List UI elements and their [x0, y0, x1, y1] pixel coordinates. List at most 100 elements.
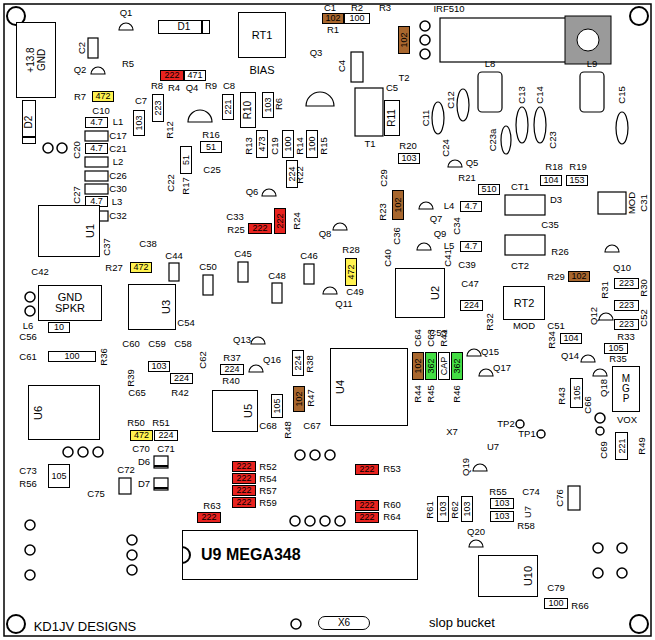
- part-value: 102: [400, 32, 409, 47]
- part-value: 103: [494, 512, 509, 521]
- part-value: 4.7: [90, 118, 103, 127]
- solder-pad: [596, 427, 604, 435]
- solder-pad: [325, 450, 335, 460]
- component-body: 102: [392, 190, 404, 220]
- text-holder: 100: [349, 14, 364, 23]
- part-label: C25: [203, 165, 220, 175]
- part-label: R63: [203, 501, 220, 511]
- part-label: C68: [259, 421, 276, 431]
- part-label: R18: [545, 162, 562, 172]
- component-body: 103: [133, 110, 145, 136]
- part-value: 222: [201, 513, 216, 522]
- part-label: R35: [609, 354, 626, 364]
- part-label: X7: [446, 427, 458, 437]
- part-label: R39: [126, 369, 136, 386]
- board-outline: [4, 4, 651, 636]
- component-outline: [85, 131, 108, 141]
- part-label: R56: [19, 479, 36, 489]
- transistor-outline: [419, 202, 433, 209]
- component-body: 224: [292, 350, 304, 376]
- transistor-outline: [417, 243, 431, 250]
- part-label: L4: [444, 201, 455, 211]
- text-holder: U1: [84, 206, 96, 256]
- part-value: 100: [64, 352, 79, 361]
- text-holder: 221: [223, 95, 233, 119]
- board-outline: [4, 4, 651, 636]
- component-body: RT2: [503, 286, 545, 320]
- text-holder: 103: [438, 497, 448, 521]
- text-holder: 4.7: [90, 118, 103, 127]
- component-body: 102: [568, 271, 590, 282]
- component-outline: [505, 235, 545, 255]
- transistor-outline: [119, 23, 133, 30]
- solder-pad: [593, 543, 603, 553]
- part-value: U10: [523, 566, 534, 586]
- solder-pad: [310, 450, 320, 460]
- part-value: 224: [464, 301, 479, 310]
- part-value: X6: [338, 618, 350, 628]
- text-holder: 104: [543, 176, 558, 185]
- part-value: U6: [33, 405, 44, 419]
- component-body: MGP: [612, 366, 640, 412]
- text-holder: CAP: [439, 353, 449, 379]
- part-value: 222: [236, 498, 251, 507]
- part-label: C24: [441, 139, 451, 156]
- part-value: RT2: [514, 298, 535, 309]
- transistor-outline: [469, 540, 483, 547]
- transistor-outline: [467, 349, 481, 356]
- solder-pad: [420, 35, 430, 45]
- part-label: R62: [450, 501, 460, 518]
- part-label: C62: [198, 351, 208, 368]
- text-holder: 223: [619, 320, 634, 329]
- part-label: R16: [202, 130, 219, 140]
- part-label: R17: [181, 177, 191, 194]
- text-holder: 102: [325, 14, 340, 23]
- text-holder: 103: [401, 154, 416, 163]
- part-label: R29: [547, 272, 564, 282]
- component-body: 223: [614, 300, 639, 311]
- part-label: R20: [399, 141, 416, 151]
- component-outline: [478, 72, 502, 112]
- text-holder: 222: [236, 498, 251, 507]
- text-holder: 222: [359, 501, 374, 510]
- part-label: R27: [105, 263, 122, 273]
- part-label: C26: [109, 171, 126, 181]
- part-value: U4: [335, 380, 346, 394]
- component-body: R10: [240, 92, 256, 128]
- component-body: 51: [200, 141, 222, 153]
- part-label: C49: [346, 287, 363, 297]
- part-label: R51: [152, 418, 169, 428]
- part-label: R28: [342, 245, 359, 255]
- part-value: 51: [182, 155, 191, 165]
- text-holder: 104: [563, 334, 578, 343]
- text-holder: 105: [608, 344, 623, 353]
- part-value: 103: [494, 499, 509, 508]
- part-label: Q5: [466, 158, 479, 168]
- solder-pad: [305, 516, 315, 526]
- text-holder: 100: [548, 599, 563, 608]
- component-outline: [457, 89, 469, 121]
- part-value: 102: [295, 391, 304, 406]
- part-label: R21: [458, 173, 475, 183]
- text-holder: 102: [294, 387, 304, 411]
- polarity-mark: [154, 465, 168, 467]
- part-value: U5: [243, 404, 254, 418]
- part-label: R54: [259, 474, 276, 484]
- part-value: 471: [187, 71, 202, 80]
- component-body: U1: [38, 205, 100, 257]
- part-label: R6: [274, 98, 284, 110]
- component-body: 100: [48, 351, 96, 362]
- component-outline: [272, 283, 282, 303]
- text-holder: U5: [242, 391, 254, 431]
- component-outline: [432, 102, 444, 134]
- part-label: R44: [413, 385, 423, 402]
- component-body: 472: [92, 91, 114, 102]
- part-label: C50: [199, 262, 216, 272]
- text-holder: 224: [158, 431, 173, 440]
- part-label: R25: [227, 225, 244, 235]
- component-outline: [169, 263, 179, 281]
- part-label: L9: [587, 59, 598, 69]
- component-body: 105: [271, 394, 283, 418]
- part-label: C30: [109, 184, 126, 194]
- component-body: U5: [212, 390, 258, 432]
